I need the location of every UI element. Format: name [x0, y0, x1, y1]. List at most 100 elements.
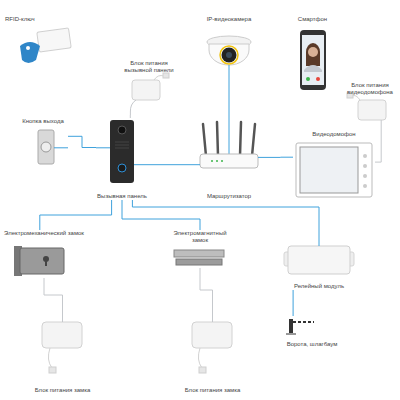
- power-plug: [163, 73, 169, 78]
- device-label: Блок питания видеодомофона: [342, 82, 398, 96]
- wire-stub: [229, 65, 230, 70]
- device-label: RFID-ключ: [5, 16, 75, 23]
- wire-stub: [381, 120, 382, 130]
- wire-connector: [68, 136, 96, 147]
- device-label: Электромагнитный замок: [170, 230, 230, 244]
- router-antenna: [203, 124, 206, 156]
- monitor-button: [363, 174, 367, 178]
- lock-keyhole-slot: [45, 260, 47, 266]
- call-panel-camera: [118, 126, 126, 134]
- speaker-grill: [115, 145, 129, 146]
- label-group: Блок питания замка: [180, 387, 245, 394]
- label-group: Смартфон: [290, 16, 335, 23]
- label-group: Маршрутизатор: [190, 193, 268, 200]
- monitor-button: [363, 184, 367, 188]
- wire-connector: [44, 278, 63, 312]
- monitor-button: [363, 154, 367, 158]
- device-node: Релейный модуль: [282, 242, 356, 290]
- device-node: IP-видеокамера: [194, 16, 264, 70]
- device-label: Блок питания замка: [180, 387, 245, 394]
- device-node: Блок питания видеодомофона: [342, 82, 398, 130]
- device-node: Электромагнитный замок: [170, 230, 230, 268]
- power-cord: [48, 348, 52, 368]
- label-group: Видеодомофон: [293, 131, 375, 138]
- label-group: Блок питания видеодомофона: [342, 82, 398, 96]
- power-supply: [192, 322, 232, 348]
- label-group: RFID-ключ: [5, 16, 75, 23]
- phone-answer-button: [306, 77, 310, 81]
- router-led: [211, 160, 213, 162]
- power-plug: [49, 367, 56, 373]
- wire-connector: [268, 157, 293, 158]
- camera-dome: [209, 44, 249, 65]
- wire-stub: [62, 312, 63, 322]
- wire-stub: [190, 164, 200, 165]
- router-body: [200, 154, 258, 168]
- device-node: Блок питания замка: [30, 312, 95, 394]
- wire-connector: [229, 70, 230, 118]
- router-led: [216, 160, 218, 162]
- wire-connector: [375, 130, 381, 162]
- barrier-base: [286, 334, 296, 335]
- power-cord: [198, 348, 202, 368]
- monitor-frame: [296, 143, 372, 197]
- wire-connector: [200, 268, 213, 312]
- phone-body: [300, 30, 326, 90]
- wire-connector: [148, 164, 190, 165]
- camera-glass: [226, 52, 232, 58]
- rfid-keyfob: [20, 42, 40, 63]
- phone-photo-face: [308, 47, 318, 57]
- monitor-button: [363, 164, 367, 168]
- device-node: Смартфон: [290, 16, 335, 94]
- speaker-grill: [115, 148, 129, 149]
- monitor-screen: [300, 147, 358, 193]
- camera-lens: [222, 48, 237, 63]
- device-node: Блок питания замка: [180, 312, 245, 394]
- label-group: Кнопка выхода: [18, 118, 68, 125]
- wire-stub: [258, 157, 268, 158]
- keyfob-hole: [26, 46, 30, 50]
- device-node: RFID-ключ: [5, 16, 75, 66]
- label-group: Вызывная панель: [96, 193, 148, 200]
- speaker-grill: [115, 142, 129, 143]
- exit-button-knob: [41, 142, 51, 152]
- barrier-post: [289, 319, 293, 333]
- call-panel-body: [110, 120, 134, 183]
- device-label: Видеодомофон: [293, 131, 375, 138]
- router-led: [221, 160, 223, 162]
- device-node: Видеодомофон: [293, 131, 375, 200]
- wire-stub: [96, 147, 110, 148]
- device-node: Ворота, шлагбаум: [282, 316, 342, 348]
- power-supply: [132, 80, 160, 100]
- label-group: Электромагнитный замок: [170, 230, 230, 244]
- power-supply: [358, 100, 386, 120]
- phone-decline-button: [316, 77, 320, 81]
- power-plug: [199, 367, 206, 373]
- power-supply: [42, 322, 82, 348]
- device-label: Ворота, шлагбаум: [282, 341, 342, 348]
- router-antenna: [240, 122, 241, 156]
- router-antenna: [217, 122, 218, 156]
- router-antenna: [252, 124, 255, 156]
- exit-button-plate: [38, 130, 54, 164]
- device-node: Вызывная панель: [96, 118, 148, 200]
- lock-body: [20, 248, 64, 274]
- device-label: Блок питания вызывной панели: [118, 60, 180, 74]
- wire-stub: [54, 147, 68, 148]
- call-button: [118, 164, 126, 172]
- device-label: IP-видеокамера: [194, 16, 264, 23]
- phone-screen: [302, 35, 324, 85]
- wire-connector: [130, 112, 131, 118]
- label-group: IP-видеокамера: [194, 16, 264, 23]
- device-node: Блок питания вызывной панели: [118, 60, 180, 112]
- label-group: Блок питания замка: [30, 387, 95, 394]
- wire-stub: [130, 100, 136, 112]
- phone-photo-hair: [306, 43, 320, 66]
- device-label: Вызывная панель: [96, 193, 148, 200]
- device-node: Маршрутизатор: [190, 118, 268, 200]
- wire-connector: [40, 200, 112, 230]
- device-label: Кнопка выхода: [18, 118, 68, 125]
- device-label: Смартфон: [290, 16, 335, 23]
